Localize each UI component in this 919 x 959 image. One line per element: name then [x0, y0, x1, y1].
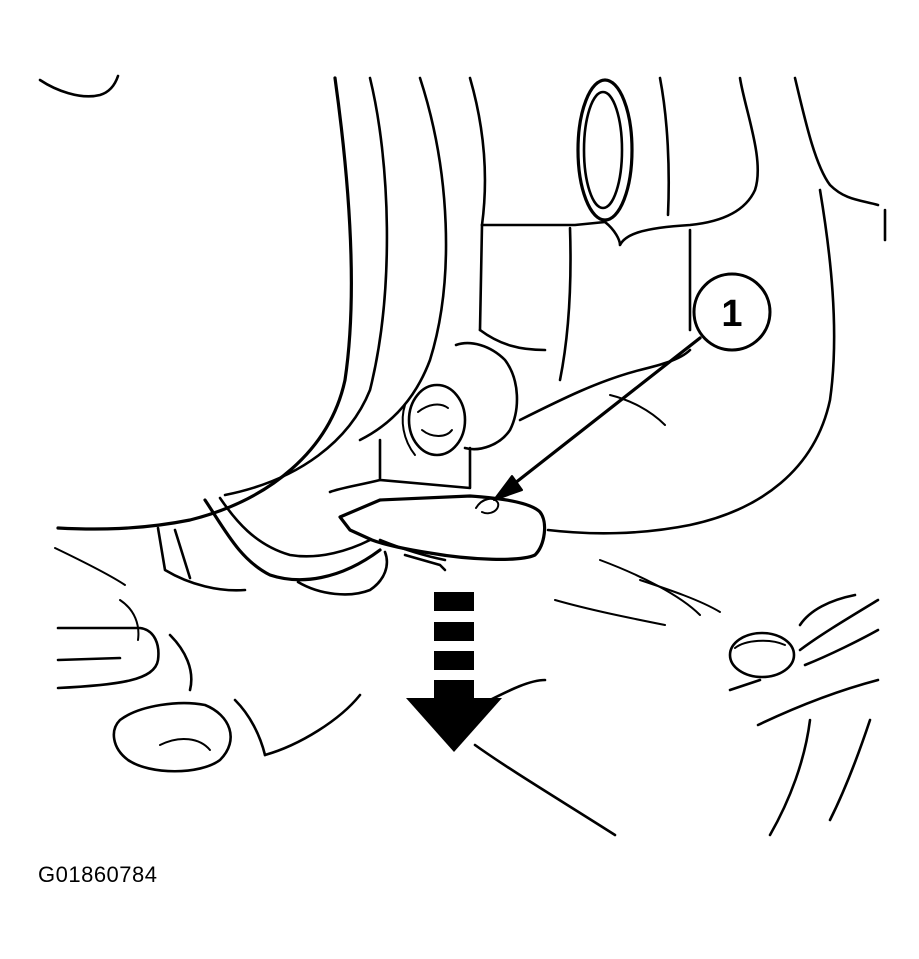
main-housing: [56, 76, 607, 531]
bolt-head: [401, 383, 467, 457]
lower-left-structure: [54, 547, 362, 773]
right-body-outline: [546, 76, 887, 535]
outline-top-left-curve: [38, 74, 120, 98]
tube-fitting: [576, 76, 760, 247]
bracket-assembly: [454, 223, 692, 451]
mount-block: [328, 438, 472, 494]
lower-right-structure: [473, 559, 880, 837]
figure-id: G01860784: [38, 862, 158, 887]
callout-1-label: 1: [721, 293, 742, 335]
callout-1-leader: [493, 336, 702, 501]
callout-1: 1: [692, 272, 772, 352]
down-arrow-icon: [406, 592, 502, 752]
release-tab: [338, 494, 547, 562]
lower-frame: [156, 496, 447, 596]
